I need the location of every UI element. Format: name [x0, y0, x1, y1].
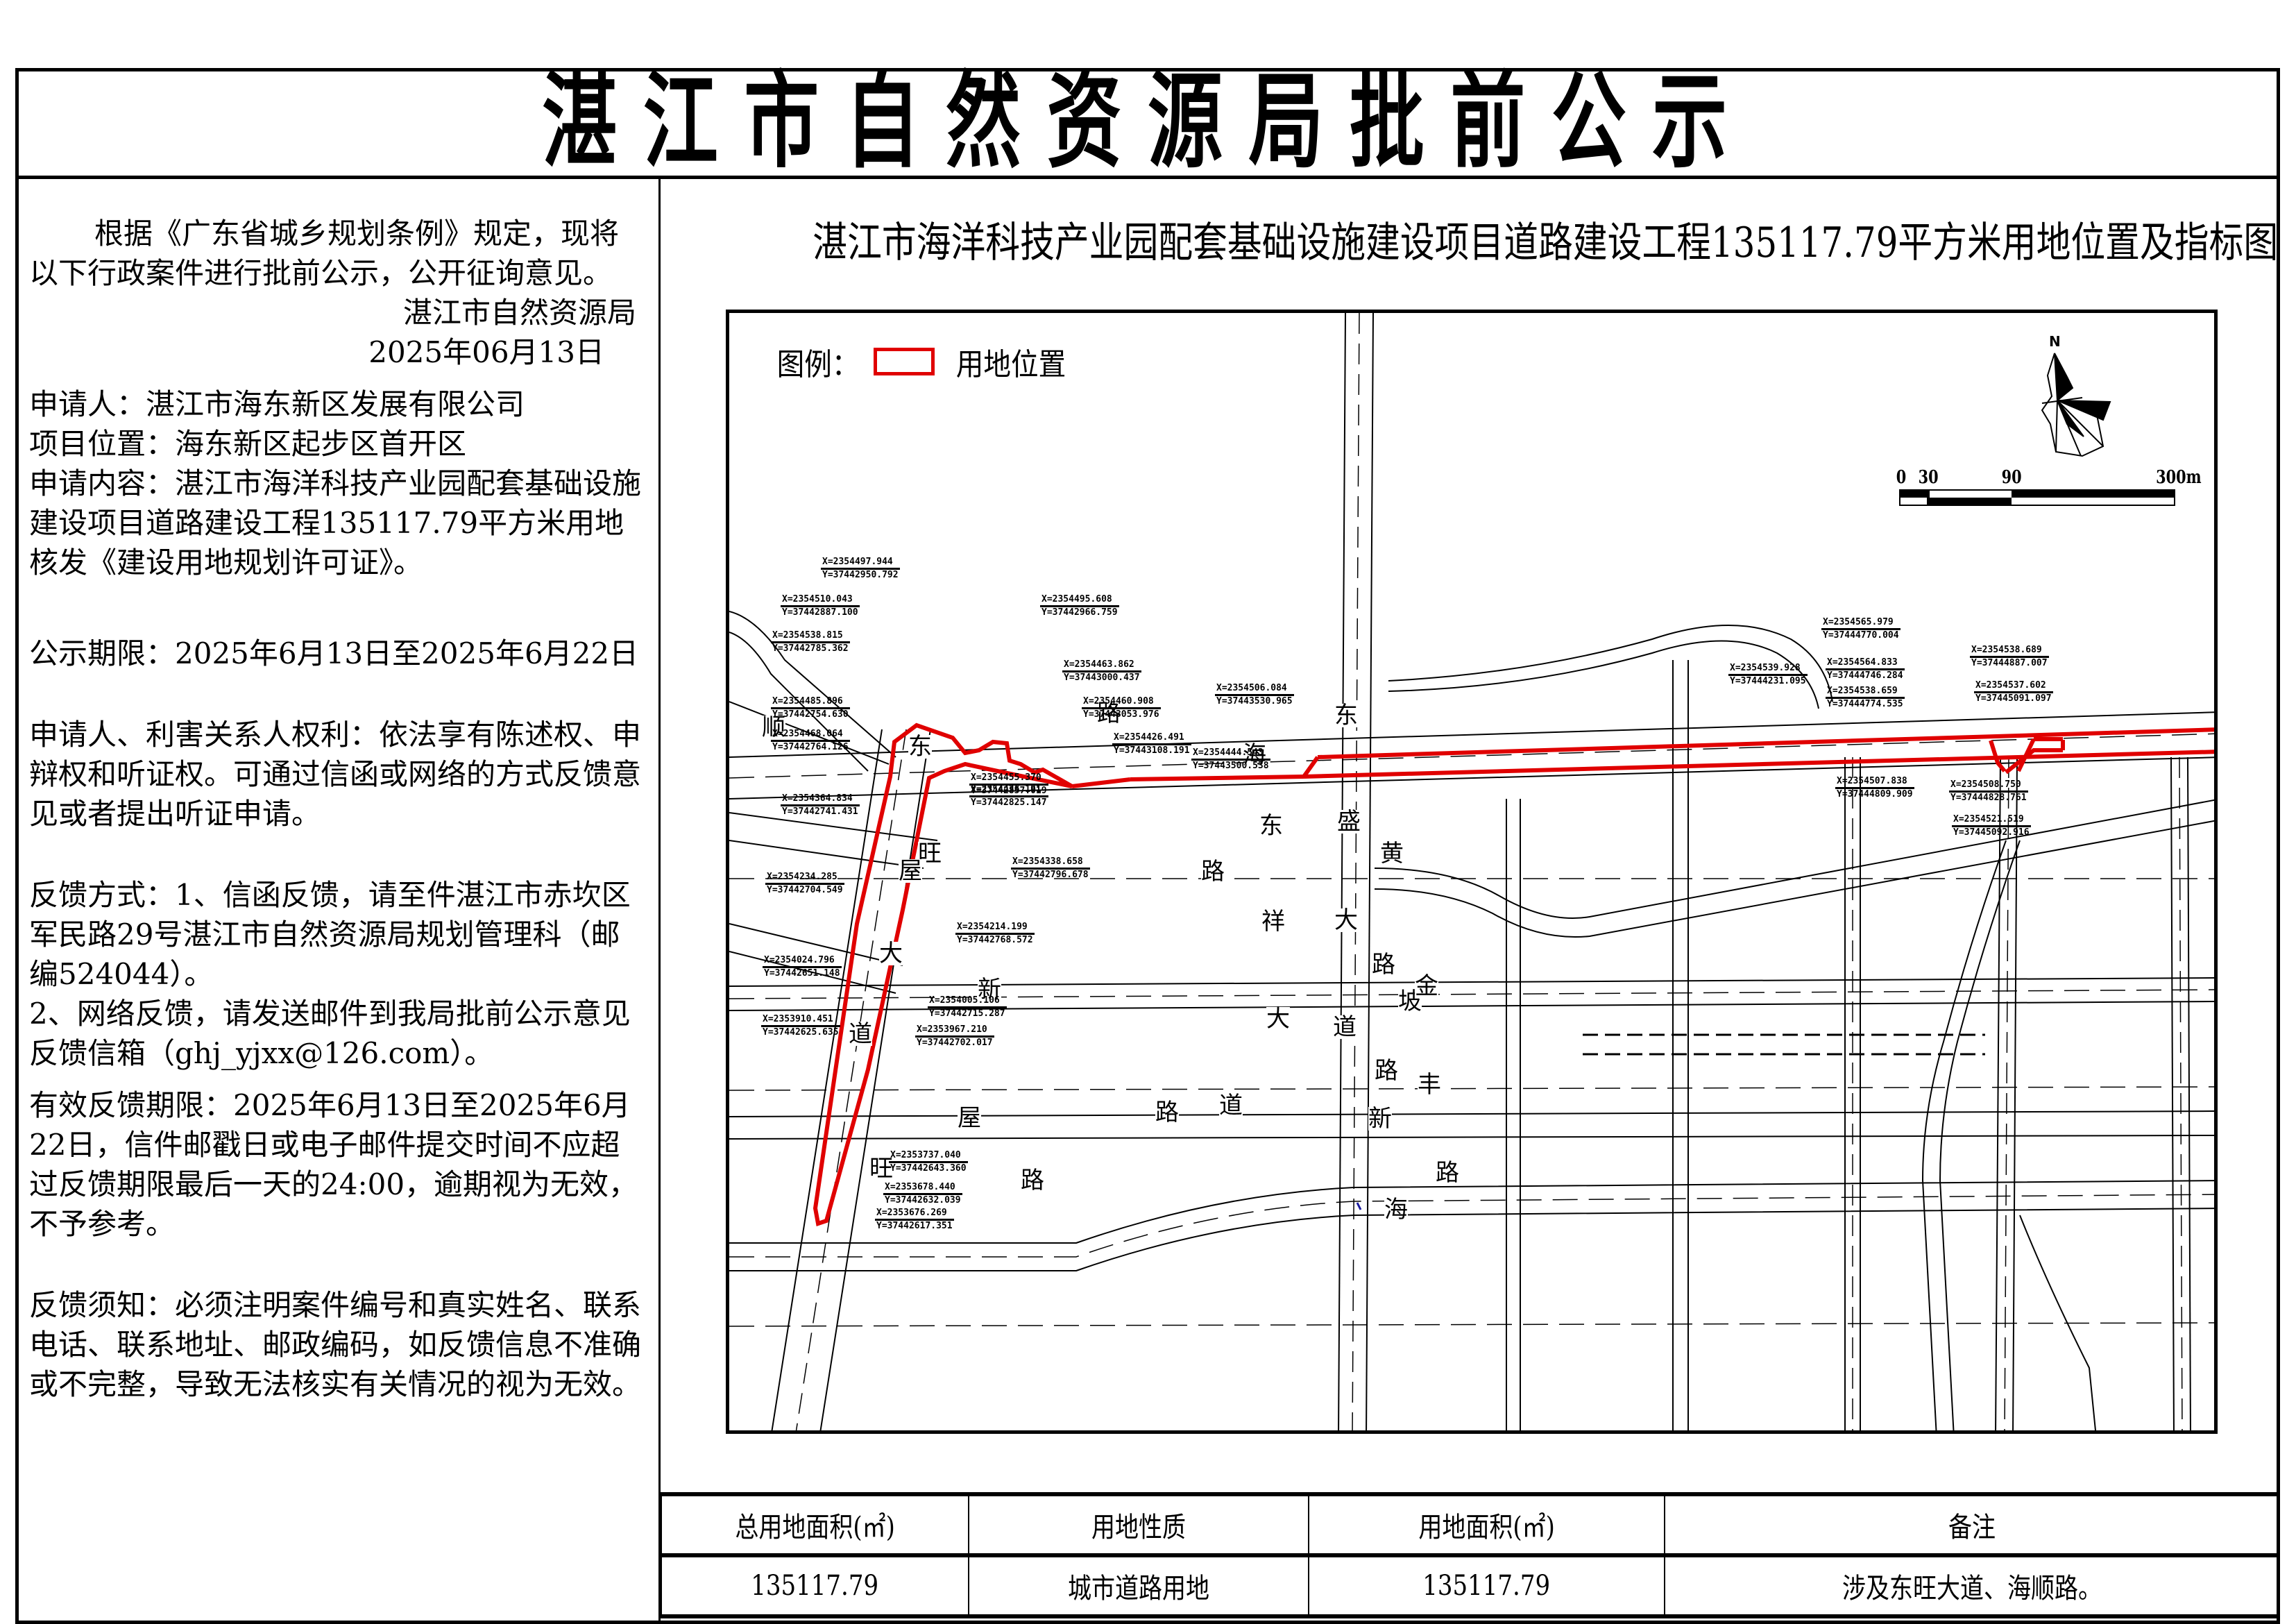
- road-name-label: 屋: [958, 1104, 981, 1132]
- notice-feedback-method-1: 反馈方式：1、信函反馈，请至件湛江市赤坎区军民路29号湛江市自然资源局规划管理科…: [29, 878, 631, 991]
- notice-frame: [15, 68, 2280, 1624]
- table-header-row: 总用地面积(㎡) 用地性质 用地面积(㎡) 备注: [660, 1492, 2281, 1557]
- road-name-label: 大: [879, 940, 903, 967]
- road-name-label: 东: [908, 733, 932, 761]
- road-name-label: 东: [1259, 812, 1283, 840]
- page-title-bar: 湛江市自然资源局批前公示: [15, 68, 2280, 179]
- legend-label: 图例：: [776, 347, 860, 382]
- notice-location: 项目位置：海东新区起步区首开区: [29, 427, 467, 461]
- cell-total-area: 135117.79: [751, 1570, 879, 1602]
- notice-date: 2025年06月13日: [368, 335, 604, 369]
- road-name-label: 旺: [869, 1155, 893, 1183]
- road-name-label: 屋: [899, 857, 922, 885]
- road-name-label: 新: [978, 976, 1001, 1004]
- notice-content: 申请内容：湛江市海洋科技产业园配套基础设施建设项目道路建设工程135117.79…: [29, 466, 642, 580]
- page-title: 湛江市自然资源局批前公示: [542, 61, 1753, 183]
- road-name-label: 金: [1415, 972, 1438, 1000]
- table-row: 135117.79 城市道路用地 135117.79 涉及东旺大道、海顺路。: [660, 1555, 2281, 1618]
- header-remarks: 备注: [1948, 1512, 1996, 1543]
- road-name-label: 路: [1372, 951, 1395, 979]
- notice-valid-period: 有效反馈期限：2025年6月13日至2025年6月22日，信件邮戳日或电子邮件提…: [29, 1088, 638, 1241]
- road-network-drawing: [729, 313, 2214, 1430]
- road-name-label: 道: [849, 1020, 872, 1048]
- legend-site-swatch: [874, 348, 935, 375]
- legend-site-label: 用地位置: [955, 347, 1066, 382]
- header-land-use: 用地性质: [1091, 1512, 1186, 1543]
- notice-applicant: 申请人：湛江市海东新区发展有限公司: [29, 387, 525, 421]
- north-arrow-icon: N: [2006, 334, 2145, 473]
- road-name-label: 祥: [1261, 908, 1285, 936]
- header-total-area: 总用地面积(㎡): [735, 1512, 895, 1543]
- notice-text-column: 根据《广东省城乡规划条例》规定，现将以下行政案件进行批前公示，公开征询意见。 湛…: [15, 179, 661, 1624]
- road-name-label: 盛: [1337, 808, 1361, 836]
- road-name-label: 路: [1021, 1167, 1044, 1194]
- road-name-label: 道: [1333, 1013, 1357, 1041]
- road-name-label: 路: [1097, 700, 1121, 727]
- cell-area: 135117.79: [1422, 1570, 1551, 1602]
- road-name-label: 路: [1201, 858, 1225, 886]
- header-area: 用地面积(㎡): [1418, 1512, 1555, 1543]
- road-name-label: 新: [1368, 1105, 1392, 1133]
- road-name-label: 东: [1334, 702, 1358, 729]
- road-name-label: 丰: [1418, 1071, 1441, 1099]
- cell-remarks: 涉及东旺大道、海顺路。: [1842, 1573, 2102, 1605]
- cell-land-use: 城市道路用地: [1067, 1573, 1209, 1605]
- notice-rights: 申请人、利害关系人权利：依法享有陈述权、申辩权和听证权。可通过信函或网络的方式反…: [29, 718, 642, 831]
- road-name-label: 路: [1436, 1159, 1459, 1187]
- road-name-label: 黄: [1380, 840, 1404, 868]
- notice-requirements: 反馈须知：必须注明案件编号和真实姓名、联系电话、联系地址、邮政编码，如反馈信息不…: [29, 1288, 642, 1401]
- notice-feedback-method-2: 2、网络反馈，请发送邮件到我局批前公示意见反馈信箱（ghj_yjxx@126.c…: [29, 997, 631, 1070]
- notice-intro: 根据《广东省城乡规划条例》规定，现将以下行政案件进行批前公示，公开征询意见。: [29, 217, 620, 290]
- scale-bar: 0 30 90 300m: [1895, 467, 2202, 523]
- land-use-table: 总用地面积(㎡) 用地性质 用地面积(㎡) 备注 135117.79 城市道路用…: [660, 1492, 2281, 1618]
- notice-period: 公示期限：2025年6月13日至2025年6月22日: [29, 636, 639, 670]
- road-name-label: 顺: [762, 713, 785, 741]
- map-legend: 图例： 用地位置: [772, 339, 1072, 384]
- road-name-label: 海: [1243, 741, 1266, 769]
- road-name-label: 海: [1384, 1196, 1408, 1224]
- map-title: 湛江市海洋科技产业园配套基础设施建设项目道路建设工程135117.79平方米用地…: [813, 219, 2279, 267]
- road-name-label: 道: [1219, 1092, 1243, 1119]
- notice-issuer: 湛江市自然资源局: [402, 296, 636, 330]
- road-name-label: 路: [1375, 1057, 1398, 1085]
- road-name-label: 大: [1334, 906, 1358, 934]
- svg-text:N: N: [2049, 334, 2061, 350]
- road-name-label: 大: [1266, 1005, 1290, 1033]
- site-location-map: 图例： 用地位置 N 0 30 90 300m: [726, 310, 2218, 1434]
- road-name-label: 路: [1155, 1099, 1179, 1126]
